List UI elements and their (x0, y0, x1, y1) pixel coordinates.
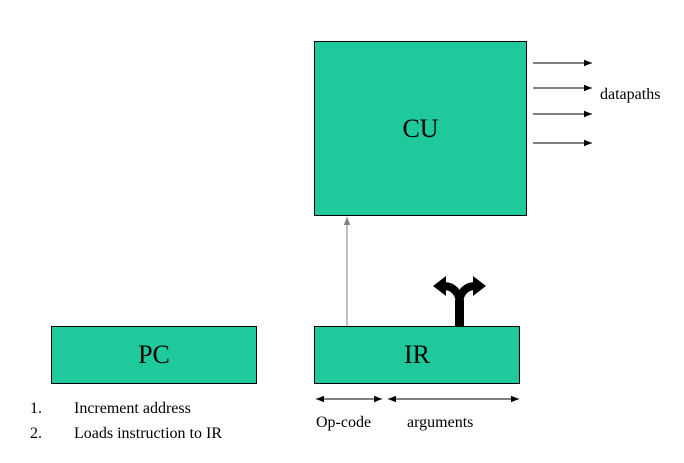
step-text: Loads instruction to IR (74, 425, 222, 442)
cu-block: CU (314, 41, 527, 216)
step-item: 2. Loads instruction to IR (30, 425, 222, 443)
split-arrow-icon (433, 276, 486, 327)
pc-block: PC (51, 326, 257, 384)
step-number: 1. (30, 400, 42, 417)
ir-block: IR (314, 326, 520, 384)
arguments-label: arguments (407, 414, 474, 431)
ir-label: IR (404, 340, 430, 369)
step-number: 2. (30, 425, 42, 442)
pc-label: PC (138, 340, 170, 369)
datapaths-label: datapaths (600, 86, 661, 103)
opcode-label: Op-code (316, 414, 372, 431)
step-item: 1. Increment address (30, 400, 191, 418)
cu-label: CU (402, 113, 439, 143)
step-text: Increment address (74, 400, 191, 417)
